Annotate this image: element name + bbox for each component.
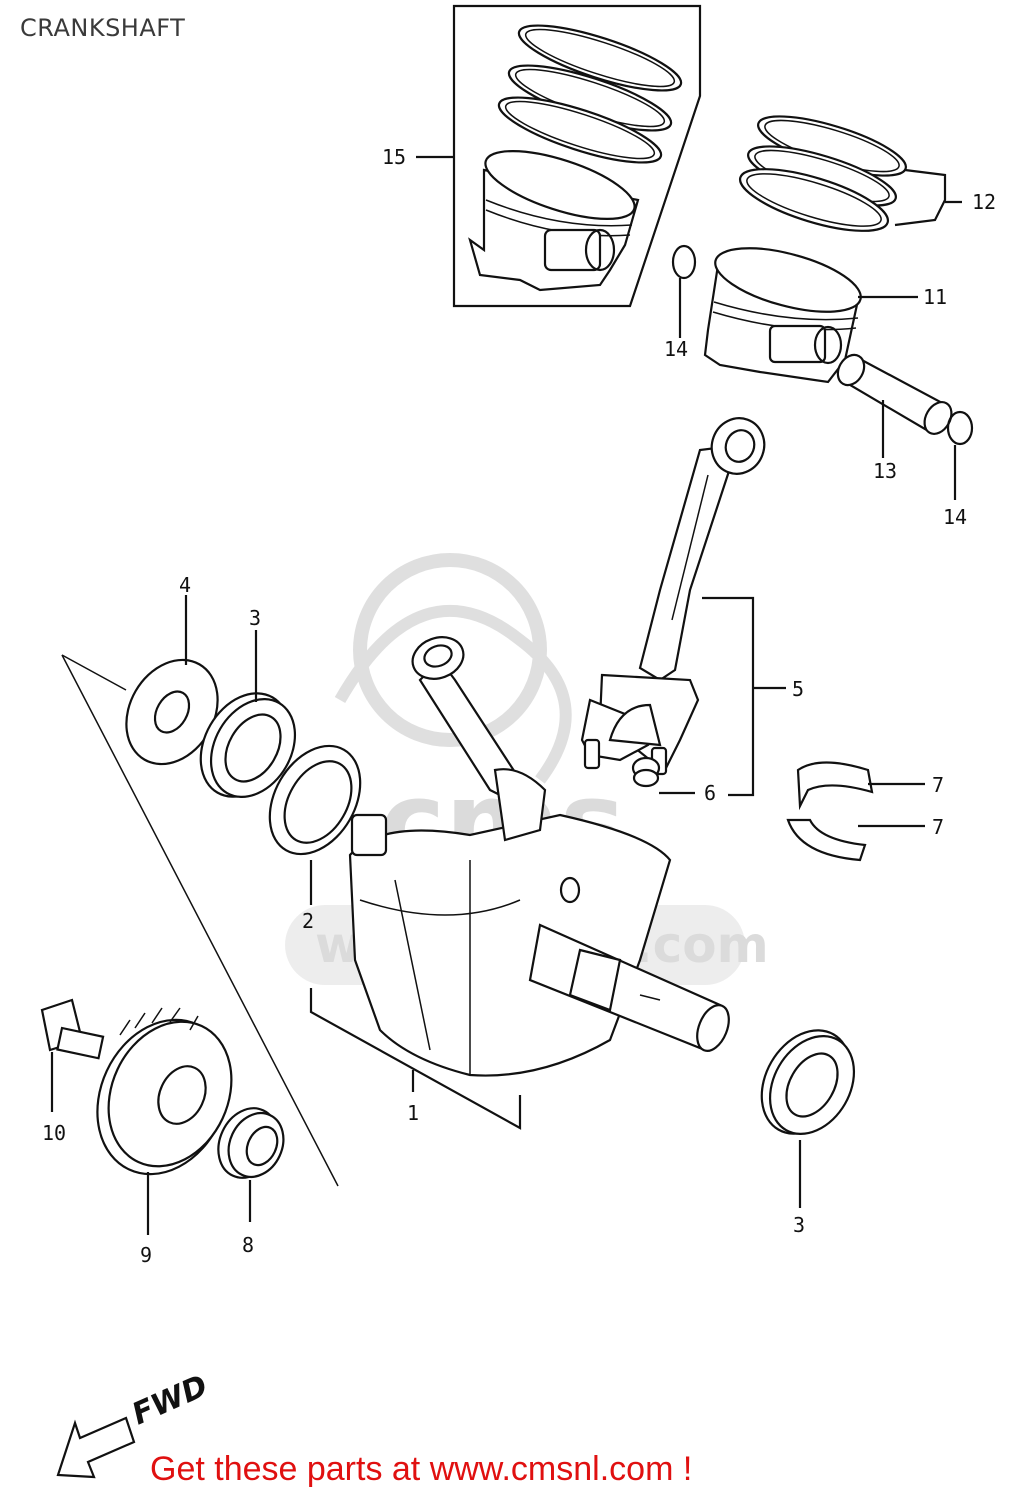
callout-3-a: 3 <box>249 606 261 630</box>
leader-1 <box>309 988 522 1130</box>
callout-5: 5 <box>792 677 804 701</box>
callout-9: 9 <box>140 1243 152 1267</box>
callout-4: 4 <box>179 573 191 597</box>
page-title: CRANKSHAFT <box>20 14 186 42</box>
part-15-piston-box <box>452 4 702 308</box>
part-12-piston-rings <box>738 115 907 232</box>
callout-15: 15 <box>382 145 406 169</box>
part-9-primary-gear <box>96 1007 233 1235</box>
callout-1: 1 <box>407 1101 419 1125</box>
callout-2: 2 <box>302 909 314 933</box>
callout-13: 13 <box>873 459 897 483</box>
part-14-circlip-b <box>946 410 974 500</box>
part-14-circlip-a <box>671 244 697 338</box>
part-3-bearing-left <box>199 630 297 798</box>
part-3-bearing-right <box>760 1029 856 1208</box>
part-1-crankshaft <box>348 636 730 1077</box>
callout-7-b: 7 <box>932 815 944 839</box>
callout-10: 10 <box>42 1121 66 1145</box>
part-4-thrust-washer <box>125 595 219 766</box>
leader-5 <box>702 596 755 797</box>
part-5-connecting-rod <box>580 417 766 776</box>
guide-lines <box>61 654 339 1187</box>
part-7-bearings <box>786 761 925 862</box>
callout-14-a: 14 <box>664 337 688 361</box>
leader-12 <box>894 168 947 227</box>
part-8-drive-gear <box>217 1107 285 1222</box>
part-6-nut <box>631 756 695 795</box>
callout-6: 6 <box>704 781 716 805</box>
part-11-piston <box>703 247 862 384</box>
callout-3-b: 3 <box>793 1213 805 1237</box>
callout-8: 8 <box>242 1233 254 1257</box>
part-13-piston-pin <box>836 353 953 458</box>
callout-11: 11 <box>923 285 947 309</box>
callout-7-a: 7 <box>932 773 944 797</box>
callout-12: 12 <box>972 190 996 214</box>
part-2-thrust-ring <box>268 744 362 905</box>
callout-14-b: 14 <box>943 505 967 529</box>
promo-link[interactable]: Get these parts at www.cmsnl.com ! <box>150 1450 693 1488</box>
fwd-arrow-icon <box>56 1416 136 1479</box>
fwd-label: FWD <box>127 1368 213 1432</box>
part-10-bolt <box>40 998 105 1112</box>
